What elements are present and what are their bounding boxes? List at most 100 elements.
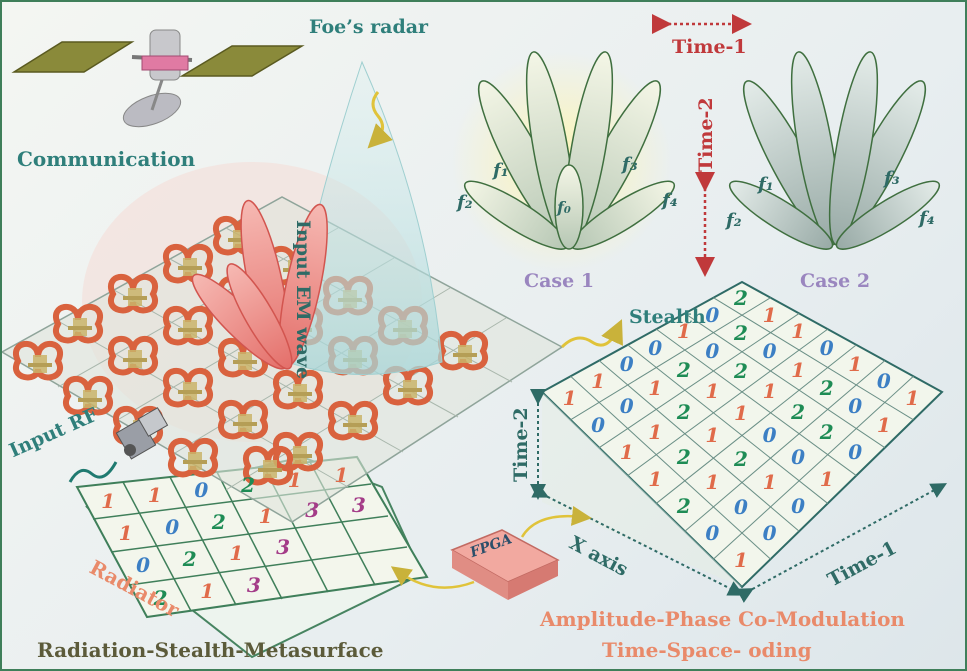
foes-radar-label: Foe’s radar — [309, 16, 429, 38]
stealth-cell-digit: 2 — [791, 399, 806, 424]
radiator-cell-digit: 2 — [211, 509, 226, 534]
stealth-cell-digit: 1 — [648, 419, 663, 444]
case1-pattern — [463, 51, 676, 250]
time2-top-label: Time-2 — [695, 97, 717, 172]
stealth-cell-digit: 0 — [619, 394, 634, 419]
radiator-cell-digit: 1 — [200, 579, 215, 604]
stealth-cell-digit: 0 — [762, 423, 777, 448]
stealth-cell-digit: 1 — [762, 470, 777, 495]
stealth-cell-digit: 0 — [876, 369, 891, 394]
radiator-cell-digit: 3 — [276, 535, 290, 560]
stealth-cell-digit: 1 — [562, 385, 577, 410]
rf-wave — [68, 461, 118, 483]
stealth-cell-digit: 1 — [619, 439, 634, 464]
stealth-cell-digit: 0 — [791, 493, 806, 518]
radiator-cell-digit: 3 — [246, 572, 261, 597]
stealth-grid-line — [627, 344, 829, 504]
stealth-wave-arrow — [560, 319, 623, 349]
time1-bottom-arrow — [736, 483, 948, 603]
radiator-cell-digit: 0 — [165, 515, 180, 540]
case1-f2-label: f₂ — [457, 192, 473, 213]
figure-title: Radiation-Stealth-Metasurface — [37, 638, 384, 662]
stealth-cell-digit: 2 — [676, 399, 691, 424]
stealth-cell-digit: 1 — [876, 412, 891, 437]
fpga-to-radiator-arrow — [390, 566, 475, 589]
radiator-cell-digit: 3 — [351, 492, 366, 517]
stealth-cell-digit: 0 — [734, 495, 748, 520]
stealth-cell-digit: 0 — [619, 352, 634, 377]
stealth-cell-digit: 2 — [819, 419, 834, 444]
stealth-cell-digit: 0 — [705, 520, 720, 545]
stealth-cell-digit: 0 — [819, 335, 834, 360]
amp-phase-label: Amplitude-Phase Co-Modulation — [540, 607, 905, 631]
case2-f1-label: f₁ — [758, 174, 774, 195]
radiator-cell-digit: 1 — [101, 488, 115, 513]
satellite-icon — [11, 29, 305, 128]
stealth-cell-digit: 0 — [791, 444, 806, 469]
stealth-cell-digit: 1 — [734, 547, 748, 572]
stealth-cell-digit: 1 — [734, 401, 748, 426]
case2-pattern — [728, 51, 941, 250]
fpga-to-stealth-arrow — [520, 505, 592, 538]
stealth-cell-digit: 1 — [648, 466, 663, 491]
stealth-cell-digit: 0 — [705, 339, 720, 364]
stealth-cell-digit: 0 — [848, 439, 863, 464]
time-space-label: Time-Space- oding — [602, 638, 812, 662]
radiator-cell-digit: 1 — [229, 541, 244, 566]
stealth-cell-digit: 1 — [762, 379, 777, 404]
communication-label: Communication — [17, 147, 196, 171]
case2-f4-label: f₄ — [919, 208, 935, 229]
radiator-panel — [75, 455, 429, 659]
stealth-cell-digit: 1 — [705, 379, 720, 404]
stealth-cell-digit: 0 — [762, 520, 777, 545]
radar-beam-cone — [286, 60, 443, 375]
stealth-grid-line — [598, 313, 800, 449]
radiator-cell-digit: 0 — [136, 553, 150, 578]
stealth-cell-digit: 2 — [734, 359, 748, 384]
time2-side-label: Time-2 — [510, 407, 532, 482]
stealth-cell-digit: 0 — [705, 302, 720, 327]
stealth-grid-line — [655, 344, 857, 504]
rf-connector-icon — [115, 407, 169, 460]
stealth-cell-digit: 2 — [734, 446, 748, 471]
radiator-cell-digit: 1 — [147, 483, 162, 508]
radiator-cell-digit: 1 — [287, 467, 302, 492]
case1-f0-label: f₀ — [557, 198, 571, 217]
stealth-grid-line — [655, 328, 857, 476]
stealth-cell-digit: 2 — [676, 493, 691, 518]
radiation-lobes — [191, 199, 328, 370]
stealth-grid-line — [627, 328, 829, 476]
radiator-cell-digit: 1 — [334, 462, 349, 487]
case2-f2-label: f₂ — [726, 210, 742, 231]
stealth-cell-digit: 2 — [819, 375, 834, 400]
case2-f3-label: f₃ — [884, 168, 900, 189]
stealth-cell-digit: 0 — [648, 335, 663, 360]
stealth-cell-digit: 0 — [762, 339, 777, 364]
stealth-cell-digit: 1 — [705, 470, 720, 495]
stealth-cell-digit: 1 — [905, 385, 920, 410]
time1-top-label: Time-1 — [672, 36, 747, 58]
stealth-cell-digit: 1 — [705, 423, 720, 448]
stealth-cell-digit: 1 — [676, 319, 691, 344]
stealth-cell-digit: 0 — [848, 394, 863, 419]
stealth-grid-line — [713, 297, 914, 421]
stealth-cell-digit: 1 — [762, 302, 777, 327]
stealth-cell-digit: 1 — [591, 369, 606, 394]
wave-icon — [367, 91, 393, 149]
stealth-cell-digit: 1 — [791, 357, 806, 382]
stealth-cell-digit: 0 — [591, 412, 606, 437]
case1-f3-label: f₃ — [622, 154, 638, 175]
stealth-cell-digit: 2 — [734, 321, 748, 346]
input-em-wave-label: Input EM wave — [292, 220, 314, 380]
case1-label: Case 1 — [524, 270, 595, 292]
stealth-cell-digit: 2 — [676, 444, 691, 469]
stealth-label: Stealth — [629, 306, 706, 328]
stealth-cell-digit: 2 — [676, 357, 691, 382]
stealth-cell-digit: 1 — [648, 375, 663, 400]
stealth-cell-digit: 1 — [848, 352, 863, 377]
radiator-cell-digit: 1 — [258, 504, 273, 529]
radiator-cell-digit: 0 — [194, 478, 209, 503]
